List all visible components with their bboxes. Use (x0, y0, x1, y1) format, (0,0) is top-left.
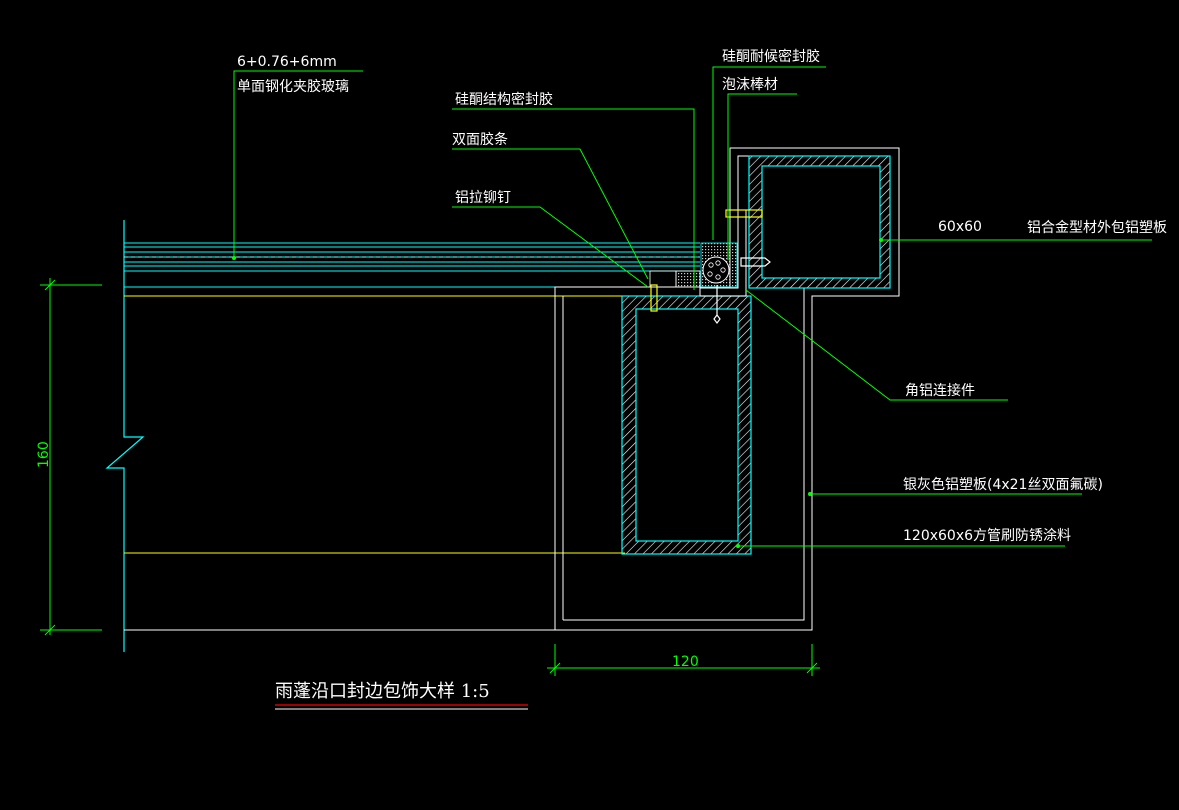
foam-rod-label: 泡沫棒材 (722, 77, 778, 93)
laminated-glass-panel (124, 242, 700, 288)
dimension-height (40, 278, 102, 636)
tube-label: 120x60x6方管刷防锈涂料 (903, 528, 1071, 544)
profile-size-label: 60x60 (938, 219, 982, 235)
drawing-title: 雨蓬沿口封边包饰大样 1:5 (275, 681, 490, 702)
rivet-label: 铝拉铆钉 (455, 190, 511, 206)
angle-connector-label: 角铝连接件 (905, 382, 975, 399)
alu-profile-label: 铝合金型材外包铝塑板 (1027, 220, 1167, 236)
tape-label: 双面胶条 (452, 131, 508, 148)
weather-sealant-label: 硅酮耐候密封胶 (722, 48, 820, 65)
leader-lines (233, 66, 1152, 547)
glass-label: 单面钢化夹胶玻璃 (237, 78, 349, 95)
sealant-joint (700, 242, 738, 288)
left-break-line (105, 220, 145, 652)
glass-spec-label: 6+0.76+6mm (237, 54, 337, 70)
structural-sealant-label: 硅酮结构密封胶 (455, 91, 553, 108)
width-dimension-text: 120 (672, 654, 699, 670)
yellow-edges (124, 295, 650, 554)
angle-connector (699, 210, 747, 297)
dimension-width (547, 644, 820, 676)
height-dimension-text: 160 (36, 441, 52, 468)
rivet-icons (650, 209, 771, 324)
aluminium-profile-section (748, 155, 891, 289)
leader-dots (232, 238, 883, 548)
steel-tube-section (621, 295, 752, 555)
acp-label: 银灰色铝塑板(4x21丝双面氟碳) (903, 476, 1103, 493)
